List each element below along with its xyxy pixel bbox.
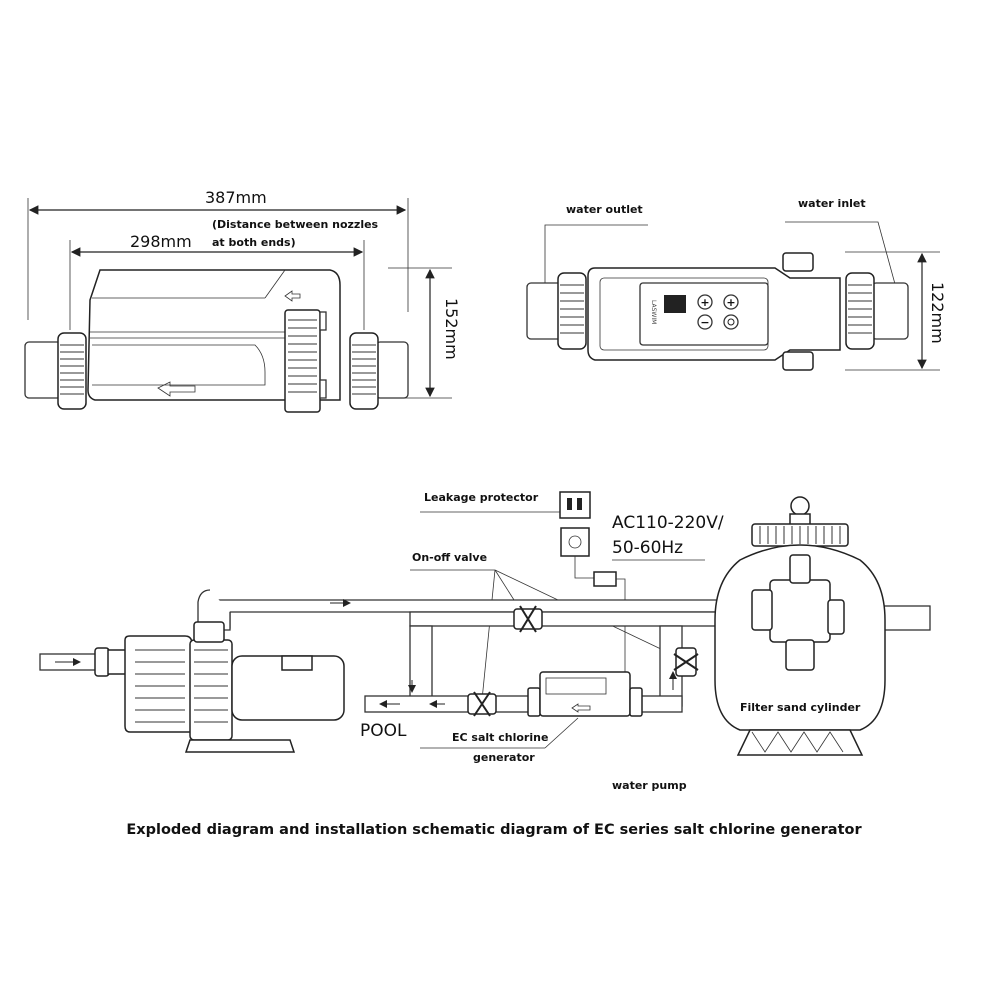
water-outlet-leader	[544, 224, 648, 295]
generator-label-line1: EC salt chlorine	[452, 731, 548, 744]
on-off-valve-lower[interactable]	[467, 691, 497, 717]
on-off-valve-label: On-off valve	[412, 551, 487, 564]
minus-button[interactable]: −	[697, 314, 713, 330]
top-view: water outlet water inlet 122mm	[526, 197, 947, 371]
power-spec-line1: AC110-220V/	[612, 513, 724, 533]
plus-icon: +	[726, 296, 735, 309]
body-panel	[92, 344, 266, 386]
plus-icon: +	[700, 296, 709, 309]
generator-label-line2: generator	[473, 751, 535, 764]
right-pipe-stub	[375, 341, 409, 399]
power-spec-line2: 50-60Hz	[612, 538, 683, 558]
display-screen	[664, 295, 686, 313]
top-clip	[782, 252, 814, 272]
power-icon	[727, 318, 735, 326]
filter-label: Filter sand cylinder	[740, 701, 861, 714]
diagram-caption: Exploded diagram and installation schema…	[126, 822, 862, 838]
lower-supply-pipe	[409, 611, 751, 627]
filter-base	[736, 729, 864, 756]
right-union-nut	[349, 332, 379, 410]
control-panel	[639, 282, 769, 346]
generator-body	[87, 269, 341, 401]
leakage-protector-label: Leakage protector	[424, 491, 539, 504]
top-height-label: 122mm	[928, 282, 947, 344]
water-inlet-leader	[785, 221, 899, 296]
on-off-valve-right[interactable]	[673, 647, 699, 677]
installation-schematic: Leakage protector AC110-220V/ 50-60Hz On…	[39, 491, 931, 792]
brand-label: LASWIM	[650, 300, 657, 324]
water-pump	[39, 621, 345, 753]
plus-button-right[interactable]: +	[723, 294, 739, 310]
water-inlet-label: water inlet	[798, 197, 866, 210]
filter-base-pattern	[751, 731, 844, 753]
left-union-nut	[57, 332, 87, 410]
flow-arrow-icon	[157, 381, 196, 397]
overall-length-label: 387mm	[205, 188, 267, 207]
multiport-handle[interactable]	[789, 554, 811, 584]
bottom-clip	[782, 351, 814, 371]
minus-icon: −	[700, 316, 709, 329]
flow-arrow-icon	[284, 290, 301, 302]
body-seam	[264, 269, 286, 299]
ec-generator-unit	[527, 671, 643, 717]
power-button[interactable]	[723, 314, 739, 330]
side-collar	[284, 309, 327, 413]
outlet-union-nut	[557, 272, 587, 350]
side-view: 387mm 298mm (Distance between nozzles at…	[24, 188, 461, 413]
nozzle-note-line2: at both ends)	[212, 236, 296, 249]
nozzle-note-line1: (Distance between nozzles	[212, 218, 379, 231]
pump-volute	[189, 639, 233, 741]
valve-pointer	[481, 569, 496, 701]
power-socket	[560, 527, 590, 557]
inlet-pipe-stub	[871, 282, 909, 340]
pool-label: POOL	[360, 721, 407, 741]
pump-outlet-union	[193, 621, 225, 643]
nozzle-distance-label: 298mm	[130, 232, 192, 251]
water-outlet-label: water outlet	[566, 203, 643, 216]
inlet-union-nut	[845, 272, 875, 350]
water-pump-label: water pump	[612, 779, 687, 792]
power-plug	[593, 571, 617, 587]
leakage-protector-box	[559, 491, 591, 519]
power-cable	[616, 578, 626, 690]
power-cable	[574, 556, 594, 579]
side-height-label: 152mm	[442, 298, 461, 360]
pump-strainer	[124, 635, 193, 733]
plus-button[interactable]: +	[697, 294, 713, 310]
generator-pointer	[544, 717, 579, 749]
multiport-valve	[769, 579, 831, 643]
left-pipe-stub	[24, 341, 62, 399]
pump-base	[184, 739, 296, 753]
sand-filter: Filter sand cylinder	[714, 496, 886, 756]
generator-inlet-pipe	[639, 695, 683, 713]
bypass-left-pipe	[409, 625, 433, 707]
pump-terminal-box	[281, 655, 313, 671]
on-off-valve-upper[interactable]	[513, 605, 543, 633]
